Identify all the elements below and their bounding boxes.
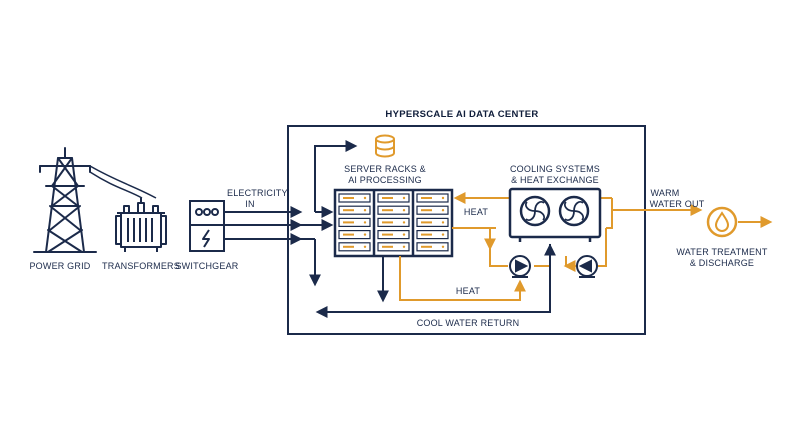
- rack-status-dot: [363, 209, 367, 212]
- cool-water-return-label: COOL WATER RETURN: [417, 318, 520, 328]
- cooling-label-line2: & HEAT EXCHANGE: [511, 175, 599, 185]
- rack-slot: [338, 217, 371, 227]
- rack-slot: [338, 230, 371, 240]
- rack-slot: [377, 193, 410, 203]
- electricity-in-lines: [224, 206, 303, 245]
- rack-status-led: [343, 209, 354, 212]
- power-distribution-lines: [300, 140, 358, 254]
- rack-status-dot: [402, 233, 406, 236]
- rack-slot: [338, 242, 371, 252]
- rack-slot: [338, 205, 371, 215]
- pump-icon: [576, 255, 598, 278]
- rack-status-led: [421, 233, 432, 236]
- cooling-label-line1: COOLING SYSTEMS: [510, 164, 600, 174]
- rack-slot: [416, 230, 449, 240]
- diagram-title: HYPERSCALE AI DATA CENTER: [385, 109, 538, 120]
- switchgear-label: SWITCHGEAR: [175, 261, 238, 271]
- electricity-in-label-line1: ELECTRICITY: [227, 188, 288, 198]
- rack-status-led: [421, 209, 432, 212]
- power-line: [89, 165, 157, 199]
- server-rack-icon: [333, 188, 454, 258]
- electricity-in-label-line2: IN: [245, 199, 254, 209]
- rack-status-led: [382, 245, 393, 248]
- rack-slot: [377, 217, 410, 227]
- rack-slot: [377, 242, 410, 252]
- server-racks-label-line2: AI PROCESSING: [348, 175, 422, 185]
- rack-status-dot: [402, 209, 406, 212]
- transmission-tower-icon: [33, 147, 97, 253]
- rack-status-dot: [441, 245, 445, 248]
- rack-slot: [416, 242, 449, 252]
- rack-status-led: [382, 233, 393, 236]
- rack-slot: [377, 205, 410, 215]
- rack-slot: [416, 205, 449, 215]
- warm-water-label-line2: WATER OUT: [650, 199, 705, 209]
- database-icon: [375, 134, 395, 158]
- rack-status-led: [421, 221, 432, 224]
- rack-status-dot: [363, 233, 367, 236]
- rack-status-dot: [441, 196, 445, 200]
- power-line: [89, 171, 143, 199]
- rack-status-dot: [402, 245, 406, 248]
- rack-status-dot: [402, 196, 406, 200]
- rack-status-led: [343, 245, 354, 248]
- water-drop-icon: [706, 206, 738, 238]
- rack-status-dot: [363, 196, 367, 200]
- power-grid-label: POWER GRID: [29, 261, 90, 271]
- water-treatment-label-line2: & DISCHARGE: [690, 258, 754, 268]
- server-racks-label-line1: SERVER RACKS &: [344, 164, 426, 174]
- warm-water-label-line1: WARM: [651, 188, 680, 198]
- rack-slot: [338, 193, 371, 203]
- water-treatment-label-line1: WATER TREATMENT: [676, 247, 767, 257]
- rack-status-led: [343, 221, 354, 224]
- heat-label-top: HEAT: [464, 207, 488, 217]
- heat-flow-lines: [399, 192, 773, 301]
- data-center-boundary: [287, 125, 646, 335]
- pump-icon: [509, 255, 531, 278]
- rack-slot: [377, 230, 410, 240]
- heat-label-bottom: HEAT: [456, 286, 480, 296]
- rack-status-led: [382, 197, 393, 199]
- rack-status-dot: [441, 221, 445, 224]
- rack-status-led: [382, 221, 393, 224]
- rack-status-led: [421, 197, 432, 199]
- transformer-icon: [115, 198, 167, 252]
- rack-status-led: [343, 197, 354, 199]
- rack-slot: [416, 217, 449, 227]
- transformers-label: TRANSFORMERS: [102, 261, 180, 271]
- rack-status-dot: [402, 221, 406, 224]
- rack-status-dot: [441, 233, 445, 236]
- rack-status-led: [421, 245, 432, 248]
- switchgear-icon: [189, 200, 225, 252]
- rack-status-led: [382, 209, 393, 212]
- rack-status-dot: [441, 209, 445, 212]
- rack-status-dot: [363, 221, 367, 224]
- rack-slot: [416, 193, 449, 203]
- rack-status-dot: [363, 245, 367, 248]
- rack-status-led: [343, 233, 354, 236]
- cooling-unit-icon: [508, 187, 602, 242]
